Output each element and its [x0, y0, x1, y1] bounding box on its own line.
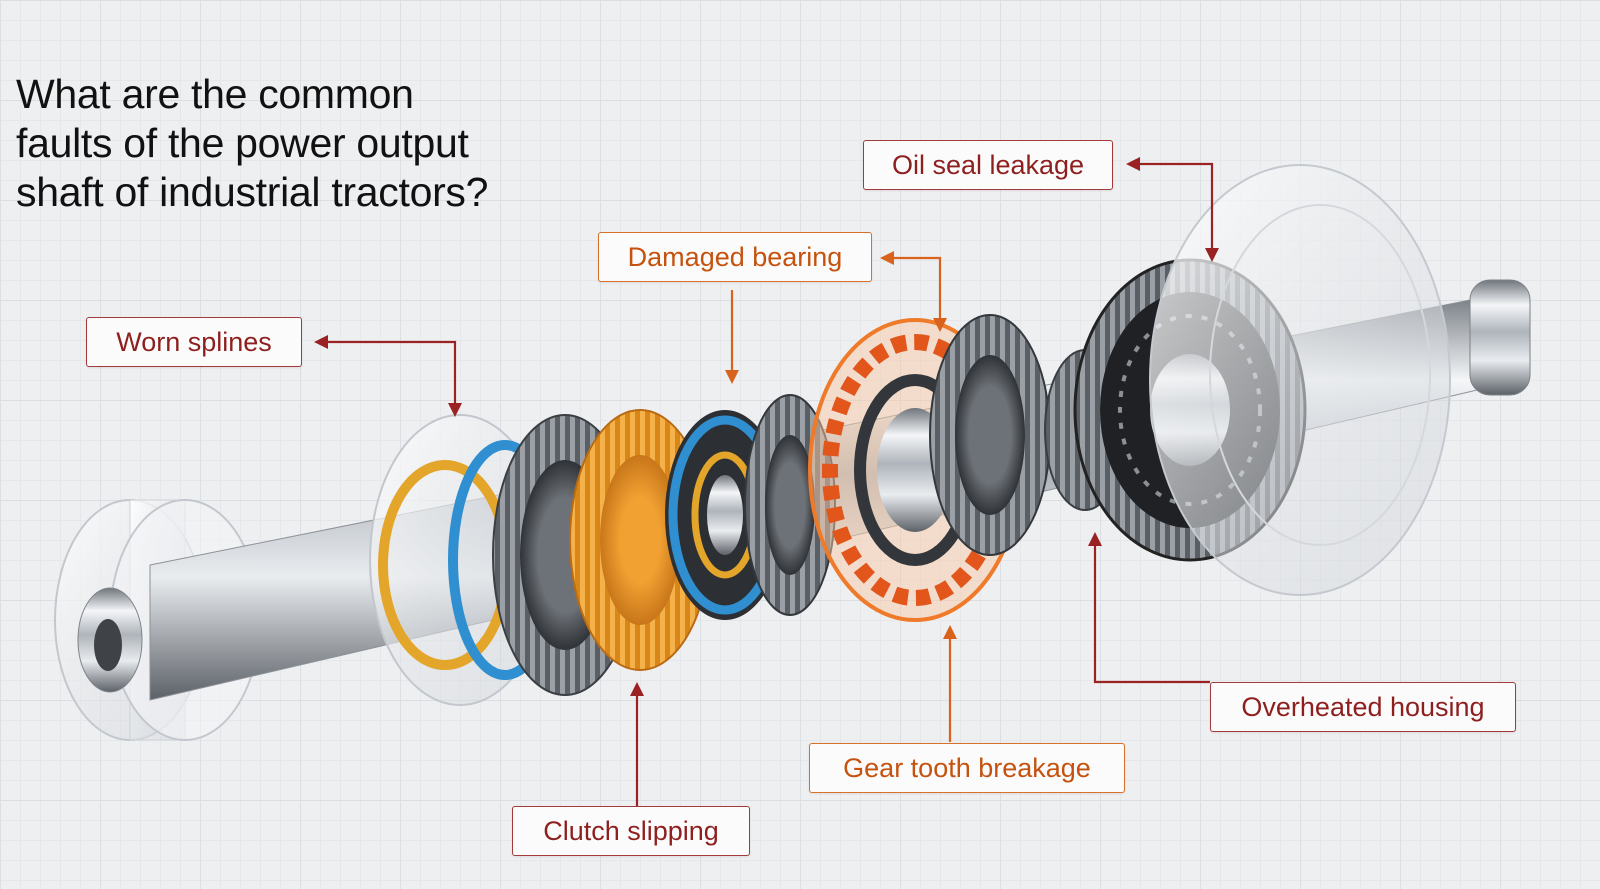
label-clutch-slipping: Clutch slipping [512, 806, 750, 856]
glass-housing-right [1149, 164, 1451, 596]
label-damaged-bearing: Damaged bearing [598, 232, 872, 282]
label-worn-splines: Worn splines [86, 317, 302, 367]
title-line-1: What are the common [16, 71, 414, 117]
title-line-2: faults of the power output [16, 120, 469, 166]
gear-grey-3 [929, 314, 1051, 556]
page-title: What are the common faults of the power … [16, 70, 616, 217]
callout-lines [314, 157, 1219, 806]
label-overheated-housing: Overheated housing [1210, 682, 1516, 732]
label-oil-seal-leakage: Oil seal leakage [863, 140, 1113, 190]
title-line-3: shaft of industrial tractors? [16, 169, 489, 215]
label-gear-tooth-breakage: Gear tooth breakage [809, 743, 1125, 793]
